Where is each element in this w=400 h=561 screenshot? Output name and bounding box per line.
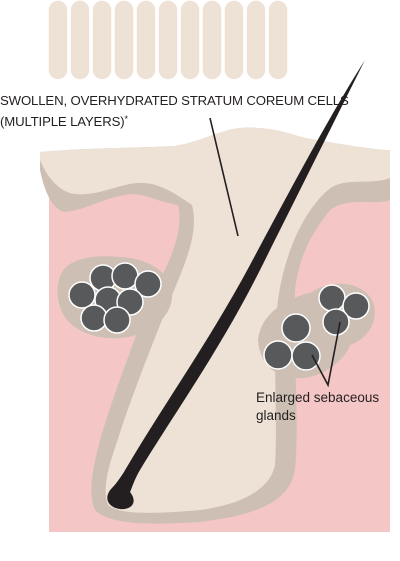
stratum-leader-line <box>209 117 239 237</box>
hair-shaft <box>107 60 365 510</box>
sebaceous-glands-label: Enlarged sebaceous glands <box>256 389 396 425</box>
footnote-asterisk: * <box>124 114 128 124</box>
corneum-cell <box>179 0 201 81</box>
sebaceous-glands-label-line2: glands <box>256 408 296 423</box>
stratum-corneum-label: SWOLLEN, OVERHYDRATED STRATUM COREUM CEL… <box>0 92 400 131</box>
stratum-corneum-label-line2: (MULTIPLE LAYERS)* <box>0 110 400 131</box>
corneum-cell <box>135 0 157 81</box>
corneum-cell <box>245 0 267 81</box>
stratum-corneum-label-line1: SWOLLEN, OVERHYDRATED STRATUM COREUM CEL… <box>0 93 349 108</box>
sebaceous-glands-label-line1: Enlarged sebaceous <box>256 390 380 405</box>
corneum-cell <box>223 0 245 81</box>
stratum-corneum-label-text: (MULTIPLE LAYERS) <box>0 114 125 129</box>
sebaceous-gland-left <box>57 256 172 339</box>
sebaceous-gland-right <box>258 283 375 379</box>
corneum-cell <box>47 0 69 81</box>
corneum-cell <box>267 0 289 81</box>
glands-leader-line <box>311 321 341 388</box>
corneum-cell <box>157 0 179 81</box>
corneum-cell <box>201 0 223 81</box>
corneum-cell <box>91 0 113 81</box>
corneum-cell <box>113 0 135 81</box>
stratum-corneum-cells <box>47 0 289 81</box>
skin-surface-inner <box>40 127 390 513</box>
corneum-cell <box>69 0 91 81</box>
